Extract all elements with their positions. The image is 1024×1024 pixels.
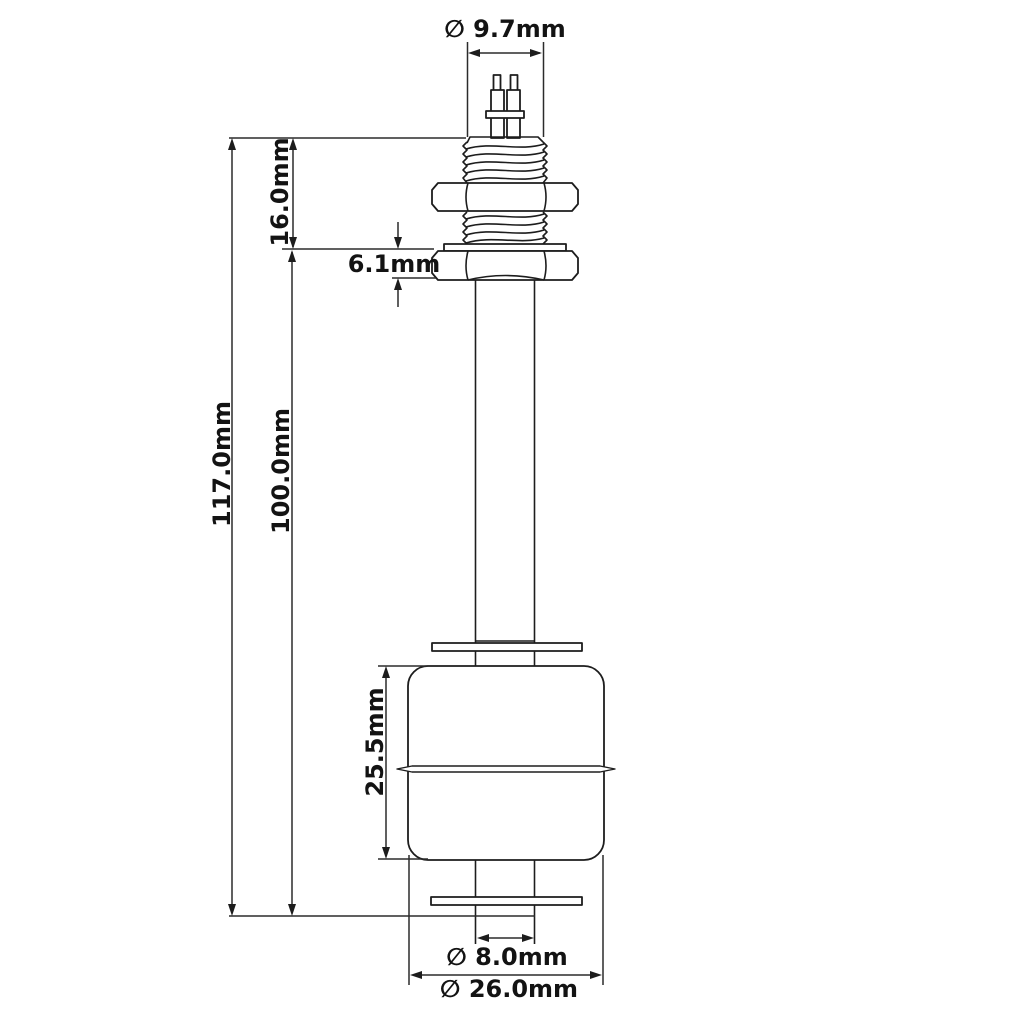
float-diameter-label: ∅ 26.0mm [440, 975, 578, 1003]
arrowhead-down [394, 237, 402, 249]
arrowhead-right [530, 49, 542, 57]
locknut-height-label: 6.1mm [348, 250, 441, 278]
arrowhead-up [228, 138, 236, 150]
dim-total-length: 117.0mm [208, 138, 236, 916]
hex-nut-lower-body [431, 250, 579, 281]
arrowhead-right [522, 934, 534, 942]
arrowhead-down [228, 904, 236, 916]
thread-ridge [465, 167, 545, 174]
arrowhead-up [394, 278, 402, 290]
thread-edge-right [542, 141, 548, 184]
float-seam [396, 765, 616, 773]
float-shell [407, 665, 605, 861]
dim-float-diameter: ∅ 26.0mm [408, 855, 604, 1003]
arrowhead-left [410, 971, 422, 979]
stem [474, 280, 536, 666]
thread-edge-right [542, 211, 548, 245]
thread-section-lower [462, 211, 548, 245]
thread-ridge [465, 151, 545, 158]
hex-nut-facet [543, 250, 547, 281]
dim-thread-length: 16.0mm [266, 137, 297, 249]
thread-diameter-label: ∅ 9.7mm [444, 15, 565, 43]
hex-nut-upper-body [431, 182, 579, 212]
thread-edge-left [462, 211, 468, 245]
pin-terminals [485, 74, 525, 139]
dimensions: ∅ 9.7mm 16.0mm 6.1mm 117.0mm [208, 15, 604, 1003]
pin-collar [485, 110, 525, 119]
thread-length-label: 16.0mm [266, 137, 294, 246]
arrowhead-left [468, 49, 480, 57]
thread-ridge [465, 229, 545, 236]
thread-ridge [465, 221, 545, 228]
thread-section-upper [462, 136, 548, 184]
arrowhead-right [590, 971, 602, 979]
arrowhead-left [477, 934, 489, 942]
hex-nut-chamfer-arc [467, 274, 545, 281]
retainer-washer-bottom [430, 896, 583, 906]
thread-edge-left [462, 141, 468, 184]
hex-nut-upper [431, 182, 579, 212]
thread-ridge [465, 237, 545, 244]
pin-tip-right [509, 74, 519, 92]
thread-ridge [465, 175, 545, 182]
washer-flange [443, 243, 567, 252]
dim-locknut-height: 6.1mm [348, 222, 441, 307]
thread-ridge [465, 213, 545, 220]
dim-stem-length: 100.0mm [267, 250, 296, 916]
hex-nut-lower [431, 250, 579, 281]
hex-nut-facet [465, 250, 469, 281]
pin-tip-left [492, 74, 502, 92]
extension-lines [229, 137, 535, 917]
arrowhead-down [289, 237, 297, 249]
arrowhead-down [288, 904, 296, 916]
arrowhead-up [288, 250, 296, 262]
stem-diameter-label: ∅ 8.0mm [446, 943, 567, 971]
hex-nut-facet [465, 182, 469, 212]
stem-length-label: 100.0mm [267, 408, 295, 534]
thread-ridge [465, 159, 545, 166]
device-outline [396, 74, 616, 944]
dim-thread-diameter: ∅ 9.7mm [444, 15, 566, 137]
total-length-label: 117.0mm [208, 401, 236, 527]
float-height-label: 25.5mm [361, 687, 389, 796]
thread-cap [466, 136, 544, 144]
retainer-washer-top [431, 642, 583, 652]
dim-float-height: 25.5mm [361, 665, 428, 860]
arrowhead-up [289, 138, 297, 150]
dim-stem-diameter: ∅ 8.0mm [446, 934, 568, 971]
arrowhead-down [382, 847, 390, 859]
hex-nut-facet [543, 182, 547, 212]
thread-ridge [465, 143, 545, 150]
float-body [396, 665, 616, 861]
arrowhead-up [382, 666, 390, 678]
